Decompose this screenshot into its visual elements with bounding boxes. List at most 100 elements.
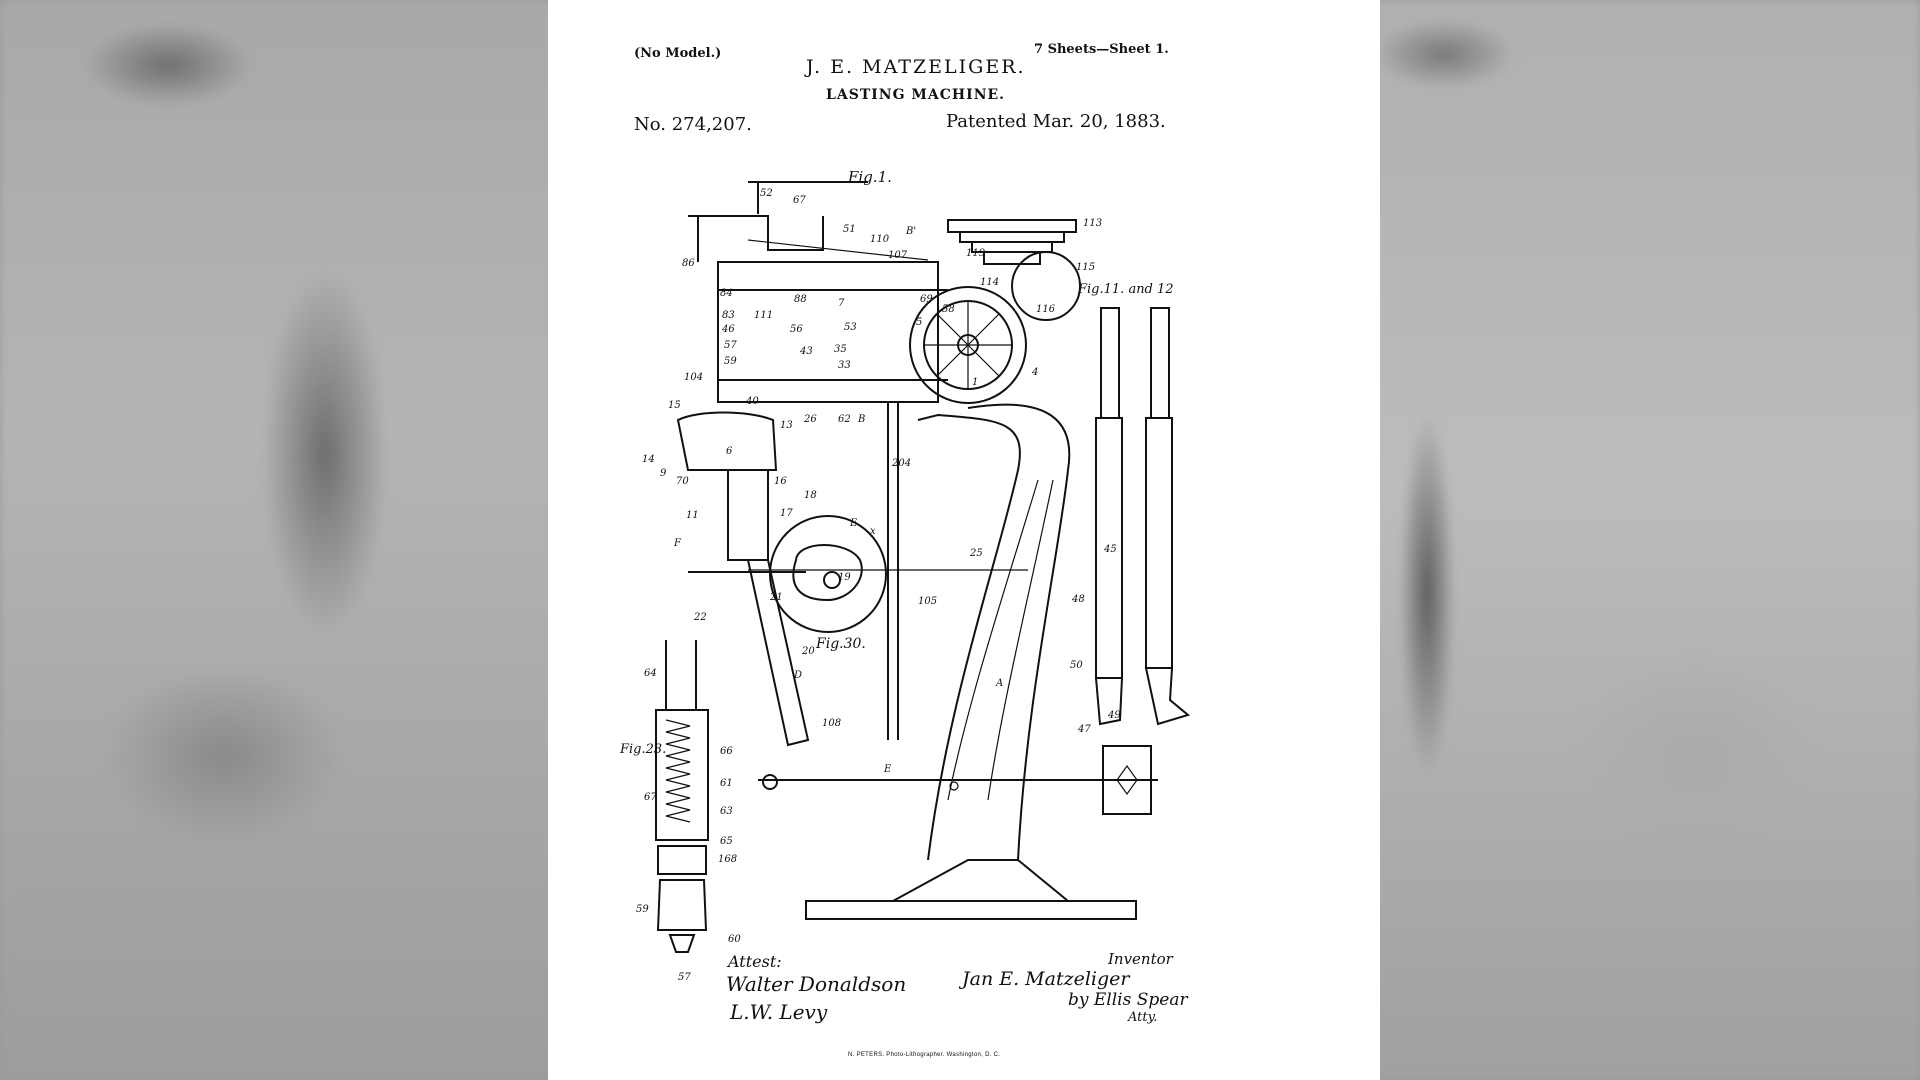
drawing-label: 70 — [676, 476, 689, 487]
drawing-label: 47 — [1077, 724, 1091, 735]
cone-pulley — [983, 251, 1041, 265]
reference-numerals: 52 67 51 110 107 B' 113 119 115 116 114 … — [636, 188, 1121, 983]
drawing-label: 53 — [844, 322, 857, 333]
drawing-label: F — [673, 538, 682, 549]
invention-title: LASTING MACHINE. — [826, 87, 1006, 103]
attest-label: Attest: — [728, 952, 782, 971]
drawing-label: 69 — [920, 294, 933, 305]
cam-disc — [769, 515, 887, 633]
drawing-label: 57 — [678, 972, 691, 983]
witness-signature-1: Walter Donaldson — [726, 972, 907, 996]
drawing-label: 59 — [724, 356, 737, 367]
drawing-label: 61 — [720, 778, 733, 789]
drawing-label: 49 — [1107, 710, 1121, 721]
printer-credit: N. PETERS. Photo-Lithographer. Washingto… — [848, 1052, 1001, 1058]
drawing-label: 65 — [720, 836, 733, 847]
drawing-label: 15 — [668, 400, 681, 411]
drawing-label: E — [883, 764, 892, 775]
attorney-label: Atty. — [1128, 1010, 1158, 1025]
drawing-label: 86 — [682, 258, 695, 269]
jack-post — [746, 559, 810, 747]
main-column-back — [967, 403, 1071, 861]
drawing-label: 113 — [1083, 218, 1102, 229]
blurred-backdrop-left — [0, 0, 560, 1080]
shoe-last — [676, 411, 778, 471]
drawing-label: 33 — [838, 360, 851, 371]
drawing-label: 16 — [774, 476, 787, 487]
drawing-label: A — [995, 678, 1003, 689]
main-column — [917, 413, 1021, 861]
drawing-label: 111 — [754, 310, 773, 321]
no-model-note: (No Model.) — [634, 46, 722, 61]
sheet-count: 7 Sheets—Sheet 1. — [1034, 42, 1169, 57]
drawing-label: B' — [905, 226, 916, 237]
patent-number: No. 274,207. — [634, 114, 752, 135]
drawing-label: 62 — [838, 414, 851, 425]
patent-sheet: (No Model.) 7 Sheets—Sheet 1. J. E. MATZ… — [548, 0, 1380, 1080]
upper-frame — [717, 261, 939, 403]
drawing-label: 58 — [942, 304, 955, 315]
drawing-label: 114 — [980, 277, 999, 288]
fig-11-thread — [1100, 307, 1120, 419]
drawing-label: 19 — [838, 572, 851, 583]
drawing-label: D — [793, 670, 802, 681]
treadle-weight — [1102, 745, 1152, 815]
fig-23-spring — [665, 719, 691, 823]
fig-12-thread — [1150, 307, 1170, 419]
fig-23-housing — [655, 709, 709, 841]
drawing-label: 26 — [803, 414, 817, 425]
drawing-label: 40 — [745, 396, 759, 407]
drawing-label: 204 — [891, 458, 911, 469]
witness-signature-2: L.W. Levy — [730, 1000, 828, 1024]
inventor-label: Inventor — [1108, 950, 1173, 968]
inventor-name: J. E. MATZELIGER. — [806, 56, 1026, 78]
drawing-label: 6 — [726, 446, 733, 457]
drawing-label: 22 — [693, 612, 707, 623]
drawing-label: 104 — [684, 372, 703, 383]
drawing-label: 51 — [843, 224, 856, 235]
inventor-signature: Jan E. Matzeliger — [962, 968, 1130, 990]
drawing-label: 11 — [686, 510, 699, 521]
drawing-label: 67 — [793, 195, 806, 206]
drawing-label: 20 — [801, 646, 815, 657]
drawing-label: 88 — [794, 294, 807, 305]
drawing-label: 115 — [1076, 262, 1095, 273]
drawing-label: 63 — [720, 806, 733, 817]
drawing-label: 18 — [804, 490, 817, 501]
patent-date: Patented Mar. 20, 1883. — [946, 111, 1166, 132]
drawing-label: 9 — [660, 468, 667, 479]
fig-11-12-caption: Fig.11. and 12 — [1078, 282, 1174, 297]
drawing-label: 64 — [644, 668, 657, 679]
drawing-label: 105 — [918, 596, 937, 607]
drawing-label: 66 — [720, 746, 733, 757]
drawing-label: 83 — [722, 310, 735, 321]
drawing-label: 84 — [720, 288, 733, 299]
drawing-label: x — [870, 526, 876, 537]
machine-base — [805, 900, 1137, 920]
drawing-label: 107 — [888, 250, 908, 261]
drawing-label: 57 — [724, 340, 737, 351]
drawing-label: 35 — [834, 344, 847, 355]
drawing-label: 50 — [1070, 660, 1083, 671]
attorney-signature: by Ellis Spear — [1068, 990, 1188, 1010]
drawing-label: 7 — [838, 298, 845, 309]
drawing-label: 60 — [728, 934, 741, 945]
blurred-backdrop-right — [1360, 0, 1920, 1080]
drawing-label: 168 — [718, 854, 737, 865]
drawing-label: 45 — [1103, 544, 1117, 555]
fig-30-caption: Fig.30. — [816, 636, 866, 652]
base-foot — [892, 859, 1069, 902]
drawing-label: 108 — [822, 718, 841, 729]
fig-12-body — [1145, 417, 1173, 669]
lasting-machine-drawing: 52 67 51 110 107 B' 113 119 115 116 114 … — [636, 181, 1191, 983]
drawing-label: 59 — [636, 904, 649, 915]
drawing-label: 110 — [870, 234, 890, 245]
drawing-label: E — [849, 518, 858, 529]
drawing-label: 116 — [1036, 304, 1056, 315]
drawing-label: 1 — [972, 377, 978, 388]
drawing-label: 17 — [780, 508, 793, 519]
drawing-label: 13 — [780, 420, 793, 431]
drawing-label: 5 — [916, 317, 922, 328]
drawing-label: B — [857, 414, 865, 425]
drawing-label: 67 — [644, 792, 657, 803]
